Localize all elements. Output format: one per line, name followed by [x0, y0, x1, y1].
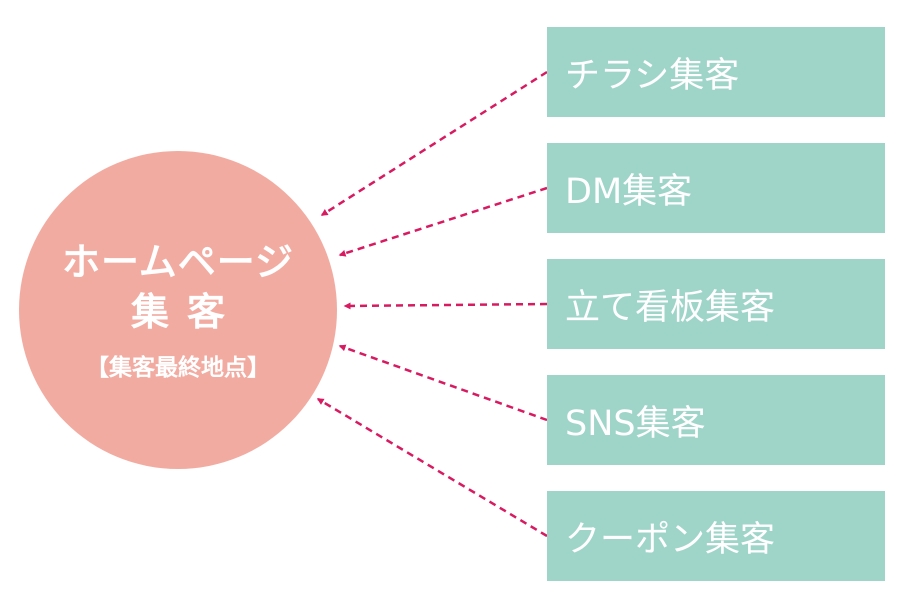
channel-box-coupon: クーポン集客	[547, 491, 885, 581]
hub-subtitle: 集客	[130, 290, 243, 334]
channel-box-flyer: チラシ集客	[547, 27, 885, 117]
channel-label: チラシ集客	[565, 55, 740, 96]
arrow-sns	[338, 344, 548, 422]
homepage-hub-circle: ホームページ 集客 【集客最終地点】	[19, 151, 337, 469]
channel-box-sns: SNS集客	[547, 375, 885, 465]
channel-box-signboard: 立て看板集客	[547, 259, 885, 349]
arrow-signboard	[343, 302, 548, 310]
channel-label: クーポン集客	[565, 519, 776, 560]
hub-title: ホームページ	[61, 240, 295, 284]
channel-label: SNS集客	[565, 403, 706, 444]
channel-box-dm: DM集客	[547, 143, 885, 233]
hub-note: 【集客最終地点】	[86, 355, 270, 381]
arrow-flyer	[320, 70, 548, 217]
channel-label: DM集客	[565, 171, 693, 212]
arrow-dm	[338, 186, 548, 257]
channel-label: 立て看板集客	[565, 287, 776, 328]
arrow-coupon	[316, 397, 548, 538]
